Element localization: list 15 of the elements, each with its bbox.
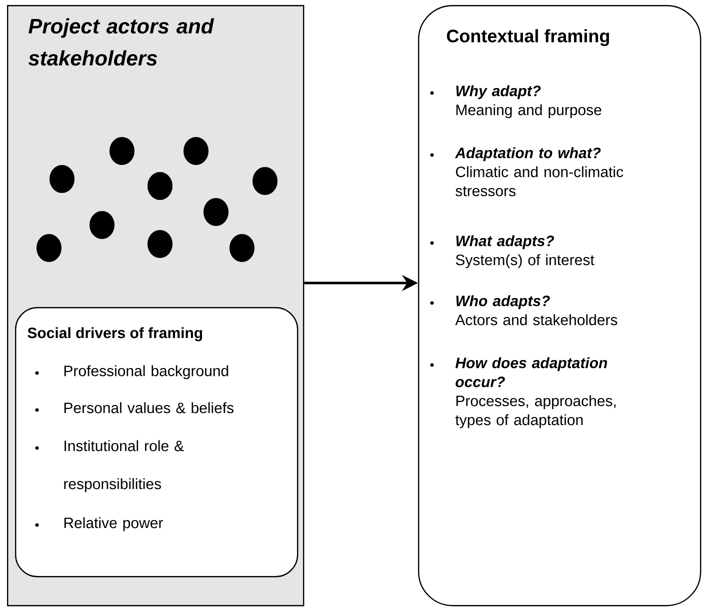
bullet-item: Relative power: [64, 517, 163, 532]
drivers-box: [15, 306, 298, 578]
box-heading: Social drivers of framing: [28, 327, 202, 342]
bullet-item: Who adapts? Actors and stakeholders: [455, 295, 618, 326]
bullet-item: Why adapt? Meaning and purpose: [456, 85, 602, 118]
panel-title: Project actors and stakeholders: [28, 18, 214, 66]
bullet-item: How does adaptation occur? Processes, approaches, types of adaptation: [455, 357, 616, 428]
framing-box: [418, 5, 702, 606]
bullet-item: What adapts? System(s) of interest: [456, 235, 594, 268]
bullet-item: Institutional role & responsibilities: [64, 440, 184, 492]
actors-panel: [7, 5, 304, 606]
bullet-item: Professional background: [64, 365, 228, 380]
box-heading: Contextual framing: [446, 29, 609, 46]
bullet-item: Adaptation to what? Climatic and non-climatic stressors: [454, 147, 624, 196]
bullet-item: Personal values & beliefs: [64, 402, 234, 414]
